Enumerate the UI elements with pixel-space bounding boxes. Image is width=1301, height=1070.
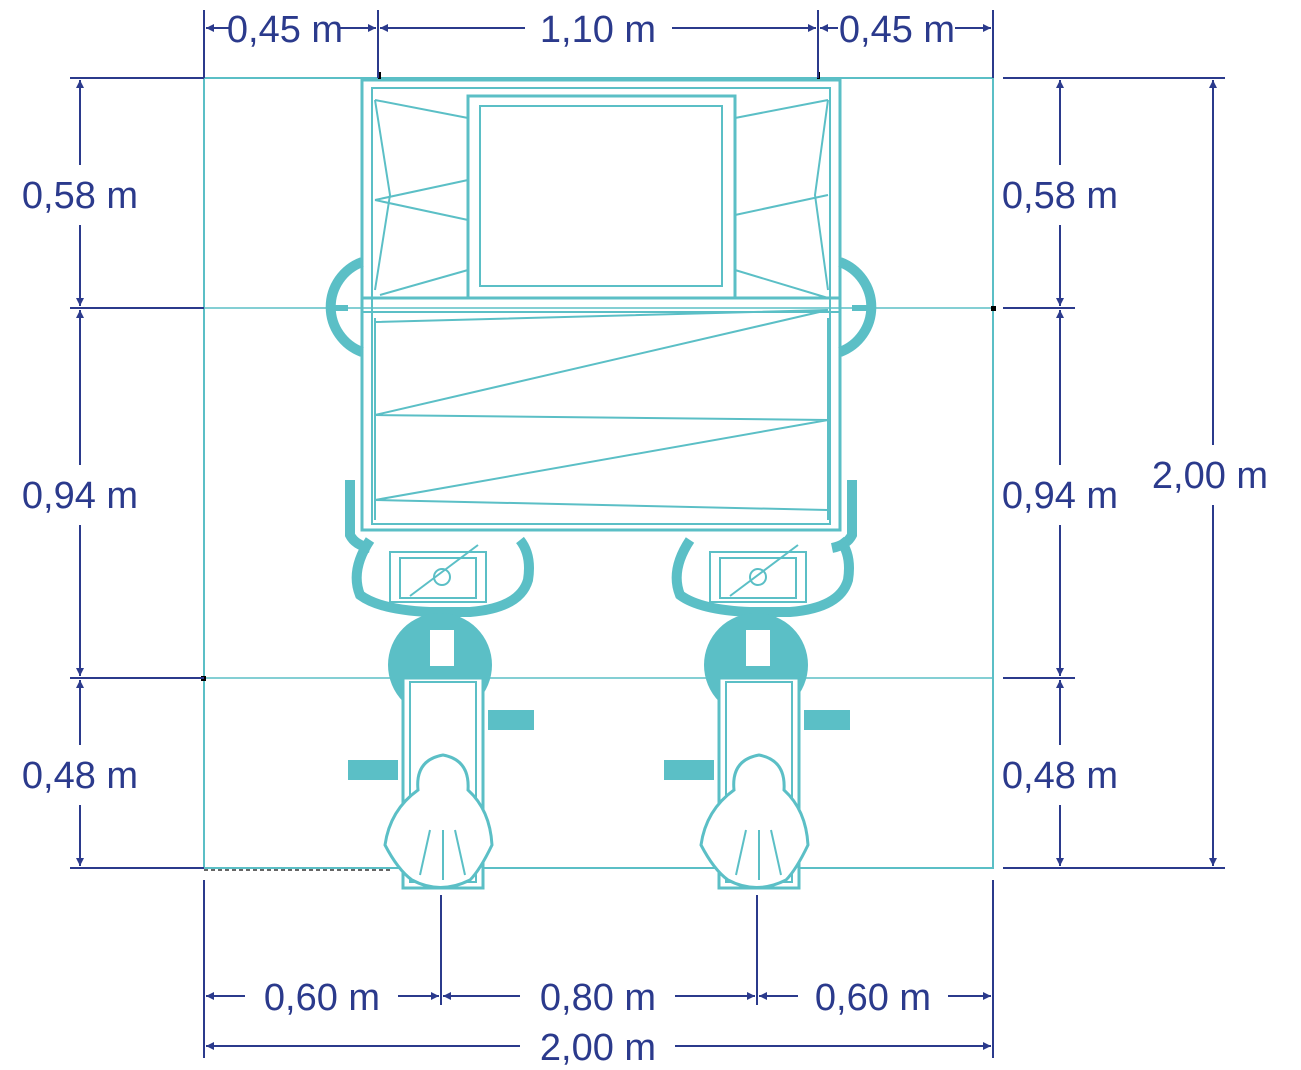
console-unit bbox=[325, 78, 877, 553]
dimension-labels: 0,45 m 1,10 m 0,45 m 0,58 m 0,94 m 0,48 … bbox=[22, 9, 1268, 1069]
screen bbox=[466, 94, 737, 300]
bottom-dim-right: 0,60 m bbox=[815, 977, 931, 1019]
bottom-dim-total: 2,00 m bbox=[540, 1027, 656, 1069]
left-dim-upper: 0,58 m bbox=[22, 175, 138, 217]
top-dim-right: 0,45 m bbox=[839, 9, 955, 51]
seat-left bbox=[383, 753, 494, 889]
seat-right bbox=[699, 753, 810, 889]
bottom-dim-left: 0,60 m bbox=[264, 977, 380, 1019]
bike-left bbox=[348, 536, 534, 890]
top-dim-left: 0,45 m bbox=[227, 9, 343, 51]
right-dim-upper: 0,58 m bbox=[1002, 175, 1118, 217]
footprint-outline bbox=[203, 77, 994, 869]
side-wheel-right bbox=[838, 257, 877, 357]
right-dim-lower: 0,48 m bbox=[1002, 755, 1118, 797]
left-dim-middle: 0,94 m bbox=[22, 475, 138, 517]
equipment-drawing bbox=[203, 77, 994, 890]
right-dim-total: 2,00 m bbox=[1152, 455, 1268, 497]
bottom-dim-center: 0,80 m bbox=[540, 977, 656, 1019]
left-dim-lower: 0,48 m bbox=[22, 755, 138, 797]
bike-right bbox=[664, 536, 854, 890]
dimension-lines bbox=[70, 10, 1225, 1058]
right-dim-middle: 0,94 m bbox=[1002, 475, 1118, 517]
top-dim-center: 1,10 m bbox=[540, 9, 656, 51]
